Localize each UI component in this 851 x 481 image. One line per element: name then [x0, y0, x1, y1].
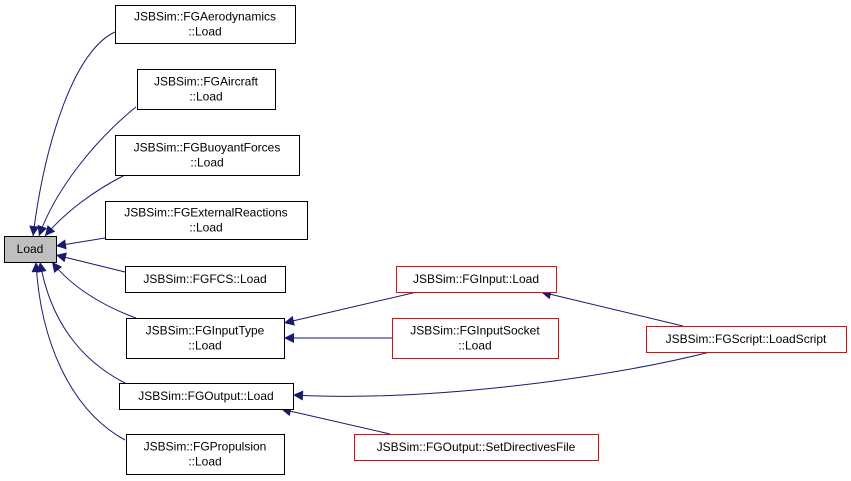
- node-box: [125, 266, 286, 293]
- node-box: [396, 266, 557, 293]
- node-label: ::Load: [190, 156, 223, 170]
- edge-fgoutput-load-to-load: [36, 261, 126, 384]
- node-load[interactable]: Load: [4, 236, 57, 263]
- node-label: ::Load: [189, 90, 222, 104]
- node-box: [354, 434, 599, 461]
- node-box: [646, 326, 847, 353]
- node-fgexternalreactions-load[interactable]: JSBSim::FGExternalReactions::Load: [105, 201, 308, 240]
- node-fgpropulsion-load[interactable]: JSBSim::FGPropulsion::Load: [126, 434, 285, 475]
- node-label: JSBSim::FGInputSocket: [410, 324, 540, 338]
- node-box: [137, 69, 276, 110]
- node-label: JSBSim::FGScript::LoadScript: [666, 332, 827, 346]
- node-label: JSBSim::FGInputType: [146, 324, 265, 338]
- node-fgoutput-load[interactable]: JSBSim::FGOutput::Load: [119, 383, 294, 410]
- node-fgaerodynamics-load[interactable]: JSBSim::FGAerodynamics::Load: [115, 5, 296, 44]
- node-label: JSBSim::FGAircraft: [154, 75, 259, 89]
- edge-fgaerodynamics-load-to-load: [29, 31, 116, 237]
- node-box: [126, 318, 285, 359]
- node-box: [115, 135, 300, 176]
- node-label: ::Load: [188, 25, 221, 39]
- node-fgoutput-setdirectivesfile[interactable]: JSBSim::FGOutput::SetDirectivesFile: [354, 434, 599, 461]
- node-fgaircraft-load[interactable]: JSBSim::FGAircraft::Load: [137, 69, 276, 110]
- edge-fgscript-loadscript-to-fgoutput-load: [292, 351, 711, 401]
- node-fgscript-loadscript[interactable]: JSBSim::FGScript::LoadScript: [646, 326, 847, 353]
- node-label: JSBSim::FGInput::Load: [413, 272, 539, 286]
- node-label: ::Load: [189, 221, 222, 235]
- node-box: [392, 318, 559, 359]
- node-fginputsocket-load[interactable]: JSBSim::FGInputSocket::Load: [392, 318, 559, 359]
- node-label: JSBSim::FGExternalReactions: [124, 206, 287, 220]
- edge-fgoutput-setdirectivesfile-to-fgoutput-load: [280, 406, 391, 435]
- edge-fgfcs-load-to-load: [55, 252, 126, 273]
- node-box: [126, 434, 285, 475]
- nodes-layer: LoadJSBSim::FGAerodynamics::LoadJSBSim::…: [4, 5, 847, 475]
- node-label: JSBSim::FGOutput::Load: [138, 389, 273, 403]
- edge-fgexternalreactions-load-to-load: [55, 237, 106, 250]
- node-fginputtype-load[interactable]: JSBSim::FGInputType::Load: [126, 318, 285, 359]
- edge-fginputtype-load-to-load: [51, 261, 137, 319]
- node-label: JSBSim::FGOutput::SetDirectivesFile: [377, 440, 576, 454]
- node-label: Load: [17, 242, 44, 256]
- node-label: JSBSim::FGAerodynamics: [134, 10, 276, 24]
- node-label: JSBSim::FGBuoyantForces: [134, 141, 281, 155]
- edge-fgbuoyantforces-load-to-load: [44, 174, 126, 237]
- node-fgfcs-load[interactable]: JSBSim::FGFCS::Load: [125, 266, 286, 293]
- node-label: ::Load: [458, 339, 491, 353]
- node-label: JSBSim::FGFCS::Load: [143, 272, 266, 286]
- node-fginput-load[interactable]: JSBSim::FGInput::Load: [396, 266, 557, 293]
- node-label: JSBSim::FGPropulsion: [144, 440, 267, 454]
- node-box: [4, 236, 57, 263]
- edge-fgpropulsion-load-to-load: [31, 261, 126, 441]
- edges-layer: [29, 31, 711, 441]
- edge-fgscript-loadscript-to-fginput-load: [540, 289, 684, 327]
- node-box: [105, 201, 308, 240]
- edge-fgaircraft-load-to-load: [37, 106, 137, 237]
- node-label: ::Load: [188, 455, 221, 469]
- edge-fginput-load-to-fginputtype-load: [283, 291, 418, 326]
- node-box: [119, 383, 294, 410]
- node-fgbuoyantforces-load[interactable]: JSBSim::FGBuoyantForces::Load: [115, 135, 300, 176]
- node-box: [115, 5, 296, 44]
- node-label: ::Load: [188, 339, 221, 353]
